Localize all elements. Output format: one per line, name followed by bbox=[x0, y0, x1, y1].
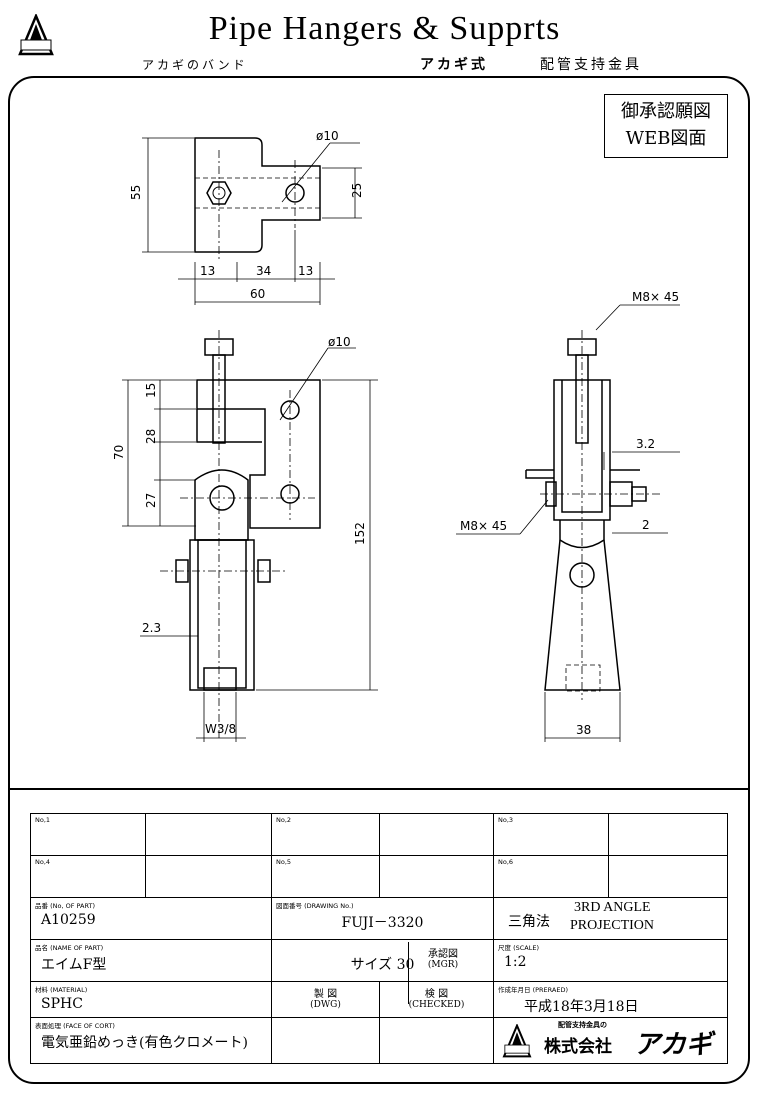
scale-value: 1:2 bbox=[504, 954, 527, 970]
dim-side-bolt-top: M8× 45 bbox=[632, 290, 679, 304]
projection-jp: 三角法 bbox=[508, 914, 550, 930]
no5-cell: No,5 bbox=[271, 855, 380, 898]
material-cell: 材料 (MATERIAL) SPHC bbox=[30, 981, 272, 1018]
dim-front-total: 152 bbox=[353, 522, 367, 545]
approval-line-1: 御承認願図 bbox=[621, 101, 711, 122]
dim-top-width: 60 bbox=[250, 287, 265, 301]
dim-top-pitch-a: 13 bbox=[200, 264, 215, 278]
dim-top-hole: ø10 bbox=[316, 129, 339, 143]
mgr-cell: 承認図 (MGR) bbox=[408, 942, 477, 1004]
dwg-cell: 製 図 (DWG) bbox=[271, 981, 380, 1018]
header-brand: アカギ式 bbox=[420, 57, 488, 73]
projection-cell: 三角法 3RD ANGLE PROJECTION bbox=[493, 897, 728, 940]
prepared-date: 平成18年3月18日 bbox=[524, 999, 639, 1015]
dim-front-27: 27 bbox=[144, 493, 158, 508]
part-number: A10259 bbox=[41, 912, 96, 928]
no2-cell: No,2 bbox=[271, 813, 380, 856]
prepared-cell: 作成年月日 (PRERAED) 平成18年3月18日 bbox=[493, 981, 728, 1018]
front-view-plate bbox=[196, 379, 321, 529]
finish-cell: 表面処理 (FACE OF CORT) 電気亜鉛めっき(有色クロメート) bbox=[30, 1017, 272, 1064]
dim-top-height: 55 bbox=[129, 185, 143, 200]
finish-value: 電気亜鉛めっき(有色クロメート) bbox=[41, 1035, 248, 1051]
dim-top-pitch-c: 13 bbox=[298, 264, 313, 278]
dim-side-t32: 3.2 bbox=[636, 437, 655, 451]
material-value: SPHC bbox=[41, 996, 83, 1012]
front-view-hanger bbox=[194, 469, 249, 541]
side-view-clip bbox=[553, 379, 611, 521]
header-subtitle: 配管支持金具 bbox=[540, 57, 642, 73]
title-block: No,1 No,2 No,3 No,4 No,5 No,6 品番 (No, OF… bbox=[30, 813, 728, 1064]
no4-cell: No,4 bbox=[30, 855, 146, 898]
projection-en-2: PROJECTION bbox=[570, 918, 655, 933]
dim-front-thread: W3/8 bbox=[205, 722, 236, 736]
part-no-cell: 品番 (No, OF PART) A10259 bbox=[30, 897, 272, 940]
company-logo-icon bbox=[502, 1024, 532, 1058]
company-brand: アカギ bbox=[634, 1030, 713, 1060]
approval-line-2: WEB図面 bbox=[625, 128, 707, 149]
dim-side-width: 38 bbox=[576, 723, 591, 737]
drawing-no-cell: 図面番号 (DRAWING No.) FUJI－3320 bbox=[271, 897, 494, 940]
dim-front-28: 28 bbox=[144, 429, 158, 444]
size-value: サイズ 30 bbox=[350, 957, 415, 973]
no6-cell: No,6 bbox=[493, 855, 609, 898]
scale-cell: 尺度 (SCALE) 1:2 bbox=[493, 939, 728, 982]
projection-en-1: 3RD ANGLE bbox=[574, 900, 651, 915]
drawing-number: FUJI－3320 bbox=[341, 915, 424, 931]
top-view-hex bbox=[206, 181, 232, 205]
drawing-frame bbox=[8, 76, 750, 1084]
dim-front-70: 70 bbox=[112, 445, 126, 460]
company-cell: 配管支持金具の 株式会社 アカギ bbox=[493, 1017, 728, 1064]
page-title: Pipe Hangers & Supprts bbox=[208, 10, 561, 47]
dim-front-gap: 2.3 bbox=[142, 621, 161, 635]
dim-front-hole: ø10 bbox=[328, 335, 351, 349]
dwg-sign-cell bbox=[271, 1017, 380, 1064]
top-view-outline bbox=[194, 137, 321, 253]
dim-side-bolt-side: M8× 45 bbox=[460, 519, 507, 533]
dim-top-slot: 25 bbox=[350, 183, 364, 198]
no1-cell: No,1 bbox=[30, 813, 146, 856]
checked-sign-cell bbox=[379, 1017, 494, 1064]
akagi-logo-icon bbox=[18, 14, 54, 56]
approval-stamp: 御承認願図 WEB図面 bbox=[604, 94, 728, 158]
technical-drawing: ø10 55 25 13 34 13 60 ø10 15 70 28 27 15… bbox=[112, 129, 680, 742]
part-name-cell: 品名 (NAME OF PART) エイムF型 bbox=[30, 939, 272, 982]
dim-front-15: 15 bbox=[144, 383, 158, 398]
dim-side-t2: 2 bbox=[642, 518, 650, 532]
no3-cell: No,3 bbox=[493, 813, 609, 856]
section-divider bbox=[8, 788, 750, 790]
dim-top-pitch-b: 34 bbox=[256, 264, 271, 278]
company-name: 株式会社 bbox=[544, 1037, 612, 1057]
part-name: エイムF型 bbox=[41, 957, 107, 973]
header-kana: アカギのバンド bbox=[142, 58, 248, 72]
